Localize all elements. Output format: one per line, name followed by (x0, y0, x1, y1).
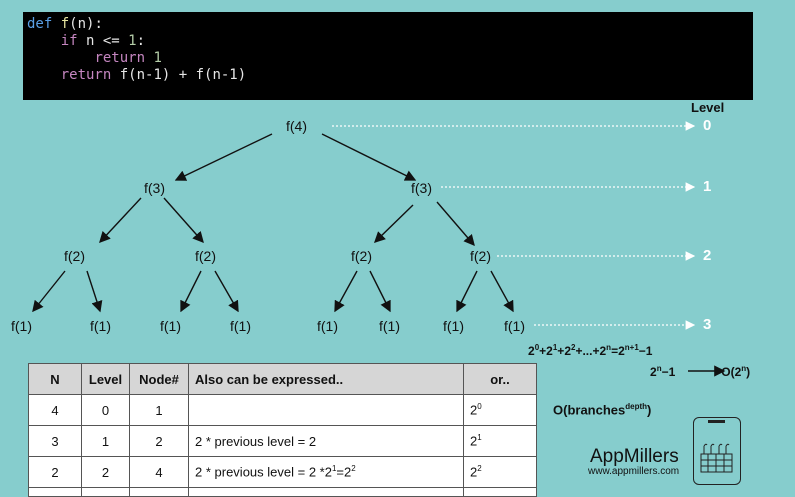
table-row (28, 487, 537, 497)
brand-url: www.appmillers.com (588, 466, 680, 477)
level-header: Level (691, 100, 725, 115)
table-row: 2 2 4 2 * previous level = 2 *21=22 22 (28, 456, 537, 488)
level-3: 3 (703, 316, 712, 333)
table-row: 3 1 2 2 * previous level = 2 21 (28, 425, 537, 457)
node-f1-6: f(1) (379, 318, 400, 334)
node-f1-2: f(1) (90, 318, 111, 334)
edge-f4-f3b (321, 133, 417, 181)
node-f3-left: f(3) (144, 180, 165, 196)
code-block: def f(n): if n <= 1: return 1 return f(n… (23, 12, 753, 100)
col-n: N (28, 363, 82, 395)
col-expr: Also can be expressed.. (188, 363, 464, 395)
col-level: Level (81, 363, 130, 395)
edge-f2a-f1a (32, 270, 66, 313)
code-line-4: return f(n-1) + f(n-1) (60, 67, 247, 83)
code-line-1: def f(n): (27, 16, 103, 32)
geometric-sum: 20+21+22+...+2n=2n+1−1 (528, 343, 653, 358)
brand-name: AppMillers (590, 446, 679, 467)
big-o-branches: O(branchesdepth) (553, 402, 652, 418)
summary-table: N Level Node# Also can be expressed.. or… (28, 363, 537, 497)
edge-f2c-f1f (369, 270, 391, 313)
edge-f2d-f1h (490, 270, 514, 313)
edge-f2a-f1b (86, 270, 103, 313)
edge-f2c-f1e (334, 270, 358, 313)
factory-logo-icon (693, 417, 741, 485)
node-f2-2: f(2) (195, 248, 216, 264)
node-f2-1: f(2) (64, 248, 85, 264)
node-f1-3: f(1) (160, 318, 181, 334)
level-0: 0 (703, 117, 712, 134)
edge-f3a-f2a (99, 197, 142, 244)
edge-f4-f3a (174, 133, 273, 181)
table-row: 4 0 1 20 (28, 394, 537, 426)
node-f2-4: f(2) (470, 248, 491, 264)
edge-f3b-f2c (373, 204, 414, 243)
table-header-row: N Level Node# Also can be expressed.. or… (28, 363, 537, 395)
node-f1-4: f(1) (230, 318, 251, 334)
node-f3-right: f(3) (411, 180, 432, 196)
node-f1-5: f(1) (317, 318, 338, 334)
node-f4: f(4) (286, 118, 307, 134)
level-2: 2 (703, 247, 712, 264)
col-or: or.. (463, 363, 537, 395)
level-1: 1 (703, 178, 712, 195)
node-f1-7: f(1) (443, 318, 464, 334)
edge-f2b-f1d (214, 270, 239, 313)
edge-f2d-f1g (456, 270, 478, 313)
edge-f3b-f2d (436, 201, 475, 247)
code-line-2: if n <= 1: (60, 33, 146, 49)
node-f1-8: f(1) (504, 318, 525, 334)
col-nodes: Node# (129, 363, 189, 395)
node-f2-3: f(2) (351, 248, 372, 264)
node-f1-1: f(1) (11, 318, 32, 334)
edge-f2b-f1c (180, 270, 202, 313)
code-line-3: return 1 (94, 50, 162, 66)
edge-f3a-f2b (163, 197, 204, 244)
